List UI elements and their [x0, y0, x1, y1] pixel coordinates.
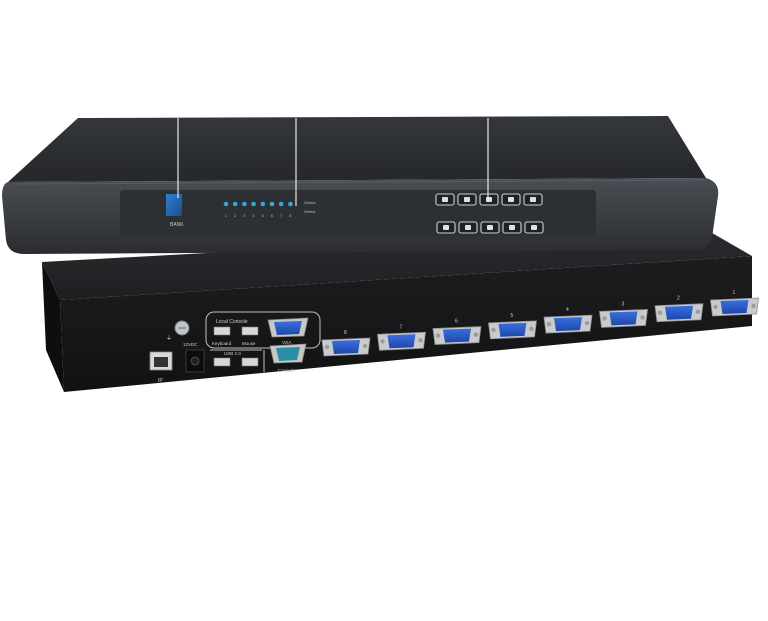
local-console-label: Local Console	[216, 319, 248, 325]
vga-port-8[interactable]	[321, 337, 371, 357]
vga-port-label-6: 6	[455, 319, 458, 325]
port-led-2	[232, 201, 238, 207]
keyboard-usb-port[interactable]	[213, 326, 231, 336]
vga-port-label-1: 1	[733, 290, 736, 296]
led-number-2: 2	[234, 213, 237, 218]
vga-port-label-4: 4	[566, 307, 569, 313]
front-unit-top	[8, 116, 706, 182]
port-led-3	[242, 201, 247, 207]
vga-port-label-7: 7	[400, 324, 403, 330]
pc-port-group: 8 7 6 5 4 3 2 1	[321, 290, 759, 357]
port-led-6	[269, 201, 275, 207]
callout-lines	[177, 118, 489, 206]
port-led-8	[288, 201, 293, 207]
port-led-4	[251, 201, 256, 207]
vga-port-7[interactable]	[377, 331, 426, 351]
vga-port-4[interactable]	[543, 314, 593, 334]
vga-port-5[interactable]	[488, 320, 537, 340]
vga-port-3[interactable]	[599, 309, 648, 328]
power-label: 12VDC	[183, 342, 198, 347]
mouse-usb-port[interactable]	[241, 326, 259, 336]
vga-port-label-8: 8	[344, 330, 347, 336]
port-button-group[interactable]	[435, 193, 544, 234]
vga-port-1[interactable]	[710, 297, 759, 317]
led-number-6: 6	[271, 213, 274, 218]
led-online-label: Online	[304, 200, 316, 205]
port-led-1	[223, 201, 229, 207]
front-unit	[2, 116, 719, 254]
rear-panel	[60, 256, 752, 392]
usb-port-2[interactable]	[241, 357, 259, 367]
ip-label: IP	[158, 378, 163, 384]
console-vga-port[interactable]	[267, 317, 309, 338]
led-number-8: 8	[289, 213, 292, 218]
vga-label: VGA	[282, 340, 292, 345]
vga-port-label-3: 3	[622, 301, 625, 307]
led-select-label: Select	[304, 209, 316, 214]
vga-port-label-5: 5	[511, 313, 514, 319]
led-number-3: 3	[243, 213, 246, 218]
vga-port-2[interactable]	[654, 303, 704, 323]
bank-label: BANK	[170, 222, 184, 228]
port-led-5	[260, 201, 266, 207]
led-number-1: 1	[225, 213, 228, 218]
cascade-port[interactable]	[269, 343, 307, 364]
usb-label: USB 2.0	[224, 351, 241, 356]
mouse-label: Mouse	[242, 341, 256, 346]
usb-port-1[interactable]	[213, 357, 231, 367]
vga-port-label-2: 2	[677, 296, 680, 302]
vga-port-6[interactable]	[432, 326, 482, 345]
rear-unit-side	[42, 262, 64, 392]
keyboard-label: Keyboard	[212, 341, 232, 346]
bank-display	[166, 194, 182, 216]
port-led-group: 1 2 3 4 5 6 7 8	[223, 201, 293, 218]
led-number-7: 7	[280, 213, 283, 218]
cascade-label: Cascade	[278, 368, 296, 373]
led-number-4: 4	[252, 213, 255, 218]
port-led-7	[278, 201, 284, 207]
local-console-group	[205, 311, 321, 349]
ground-icon: ⏚	[166, 335, 172, 342]
led-number-5: 5	[262, 213, 265, 218]
